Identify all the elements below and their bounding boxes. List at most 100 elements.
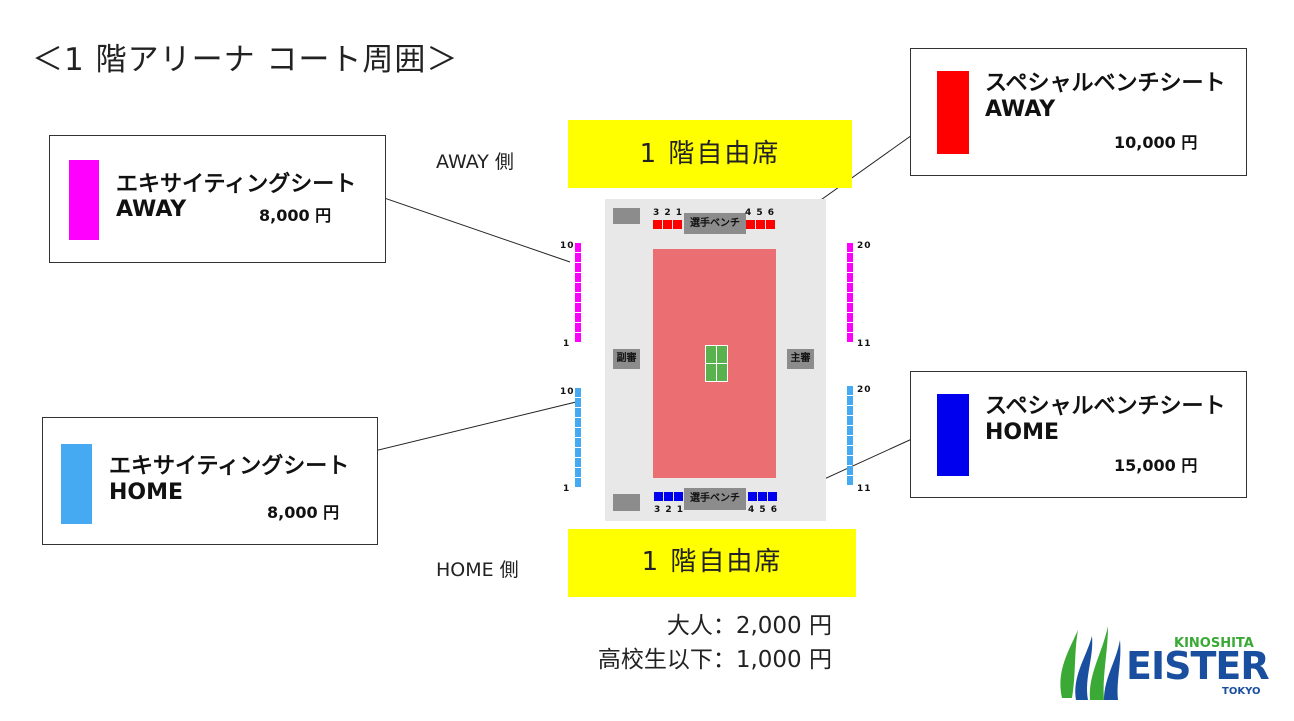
seat: [575, 478, 581, 487]
seat: [653, 220, 662, 229]
seat: [847, 456, 853, 465]
seat: [847, 436, 853, 445]
bench-label-bottom: 選手ベンチ: [684, 488, 746, 510]
bench-label-top: 選手ベンチ: [684, 213, 746, 234]
excite-away-price: 8,000 円: [259, 206, 332, 225]
excite-away-side: AWAY: [116, 197, 187, 222]
bench-home-price: 15,000 円: [1114, 456, 1198, 475]
seat: [654, 492, 663, 501]
seat: [847, 283, 853, 292]
bench-away-side: AWAY: [985, 97, 1056, 122]
bench-away-price: 10,000 円: [1114, 133, 1198, 152]
home-side-label: HOME 側: [436, 559, 519, 581]
bench-home-left-seats: [654, 492, 683, 501]
main-referee-label: 主審: [787, 349, 814, 369]
bench-away-swatch: [937, 71, 969, 154]
right-bot-low-num: 11: [857, 484, 872, 494]
seat: [575, 398, 581, 407]
logo-bottom-text: TOKYO: [1222, 686, 1261, 697]
seat: [847, 446, 853, 455]
connector-excite-home: [357, 401, 577, 456]
logo-main-text: EISTER: [1126, 644, 1270, 688]
excite-away-box: エキサイティングシート AWAY 8,000 円: [49, 135, 386, 263]
seat: [748, 492, 757, 501]
seat: [847, 243, 853, 252]
excite-away-name: エキサイティングシート: [116, 172, 357, 197]
excite-home-price: 8,000 円: [267, 503, 340, 522]
seat: [847, 406, 853, 415]
excite-home-swatch: [61, 444, 92, 524]
seat: [664, 492, 673, 501]
excite-away-left-column: [575, 243, 581, 342]
price-adult: 大人：2,000 円: [666, 613, 832, 639]
bench-home-right-seats: [748, 492, 777, 501]
seat: [575, 388, 581, 397]
excite-home-side: HOME: [109, 480, 184, 505]
seat: [575, 263, 581, 272]
price-student: 高校生以下：1,000 円: [597, 647, 832, 673]
away-side-label: AWAY 側: [436, 151, 514, 173]
seat: [847, 313, 853, 322]
seat: [575, 293, 581, 302]
seat: [575, 408, 581, 417]
left-top-low-num: 1: [563, 339, 571, 349]
excite-home-name: エキサイティングシート: [109, 454, 350, 479]
seat: [673, 220, 682, 229]
corner-box-bottom: [613, 494, 640, 511]
bench-away-left-seats: [653, 220, 682, 229]
eister-logo-mark: [1060, 626, 1121, 700]
right-top-high-num: 20: [857, 241, 872, 251]
left-top-high-num: 10: [560, 241, 575, 251]
seat: [575, 313, 581, 322]
left-bot-high-num: 10: [560, 387, 575, 397]
seat: [575, 273, 581, 282]
bench-away-box: スペシャルベンチシート AWAY 10,000 円: [910, 48, 1247, 176]
bench-away-right-seats: [746, 220, 775, 229]
excite-home-right-column: [847, 386, 853, 485]
excite-away-right-column: [847, 243, 853, 342]
bench-home-side: HOME: [985, 420, 1060, 445]
bench-away-name: スペシャルベンチシート: [985, 71, 1226, 96]
seat: [847, 323, 853, 332]
free-seat-top: 1 階自由席: [568, 120, 852, 188]
seat: [847, 426, 853, 435]
seat: [663, 220, 672, 229]
seat: [575, 303, 581, 312]
seat: [768, 492, 777, 501]
seat: [575, 458, 581, 467]
page-title: ＜1 階アリーナ コート周囲＞: [32, 42, 459, 78]
seat: [847, 396, 853, 405]
seat: [847, 253, 853, 262]
seat: [575, 323, 581, 332]
seat: [847, 303, 853, 312]
seat: [674, 492, 683, 501]
seat: [847, 293, 853, 302]
bench-top-right-numbers: 4 5 6: [745, 208, 776, 218]
free-seat-bottom: 1 階自由席: [568, 529, 856, 597]
excite-home-left-column: [575, 388, 581, 487]
bench-home-name: スペシャルベンチシート: [985, 394, 1226, 419]
seat: [847, 333, 853, 342]
seat: [575, 243, 581, 252]
excite-home-box: エキサイティングシート HOME 8,000 円: [42, 417, 378, 545]
left-bot-low-num: 1: [563, 484, 571, 494]
seat: [758, 492, 767, 501]
seat: [847, 416, 853, 425]
seat: [575, 468, 581, 477]
seat: [756, 220, 765, 229]
seat: [575, 448, 581, 457]
seat: [575, 333, 581, 342]
bench-bottom-left-numbers: 3 2 1: [654, 505, 685, 515]
seat: [847, 386, 853, 395]
connector-excite-away: [363, 190, 571, 263]
seat: [575, 428, 581, 437]
sub-referee-label: 副審: [613, 349, 640, 369]
seat: [847, 273, 853, 282]
seat: [847, 466, 853, 475]
right-bot-high-num: 20: [857, 385, 872, 395]
right-top-low-num: 11: [857, 339, 872, 349]
seat: [847, 476, 853, 485]
center-mark: [705, 345, 728, 382]
bench-bottom-right-numbers: 4 5 6: [748, 505, 779, 515]
bench-top-left-numbers: 3 2 1: [653, 208, 684, 218]
